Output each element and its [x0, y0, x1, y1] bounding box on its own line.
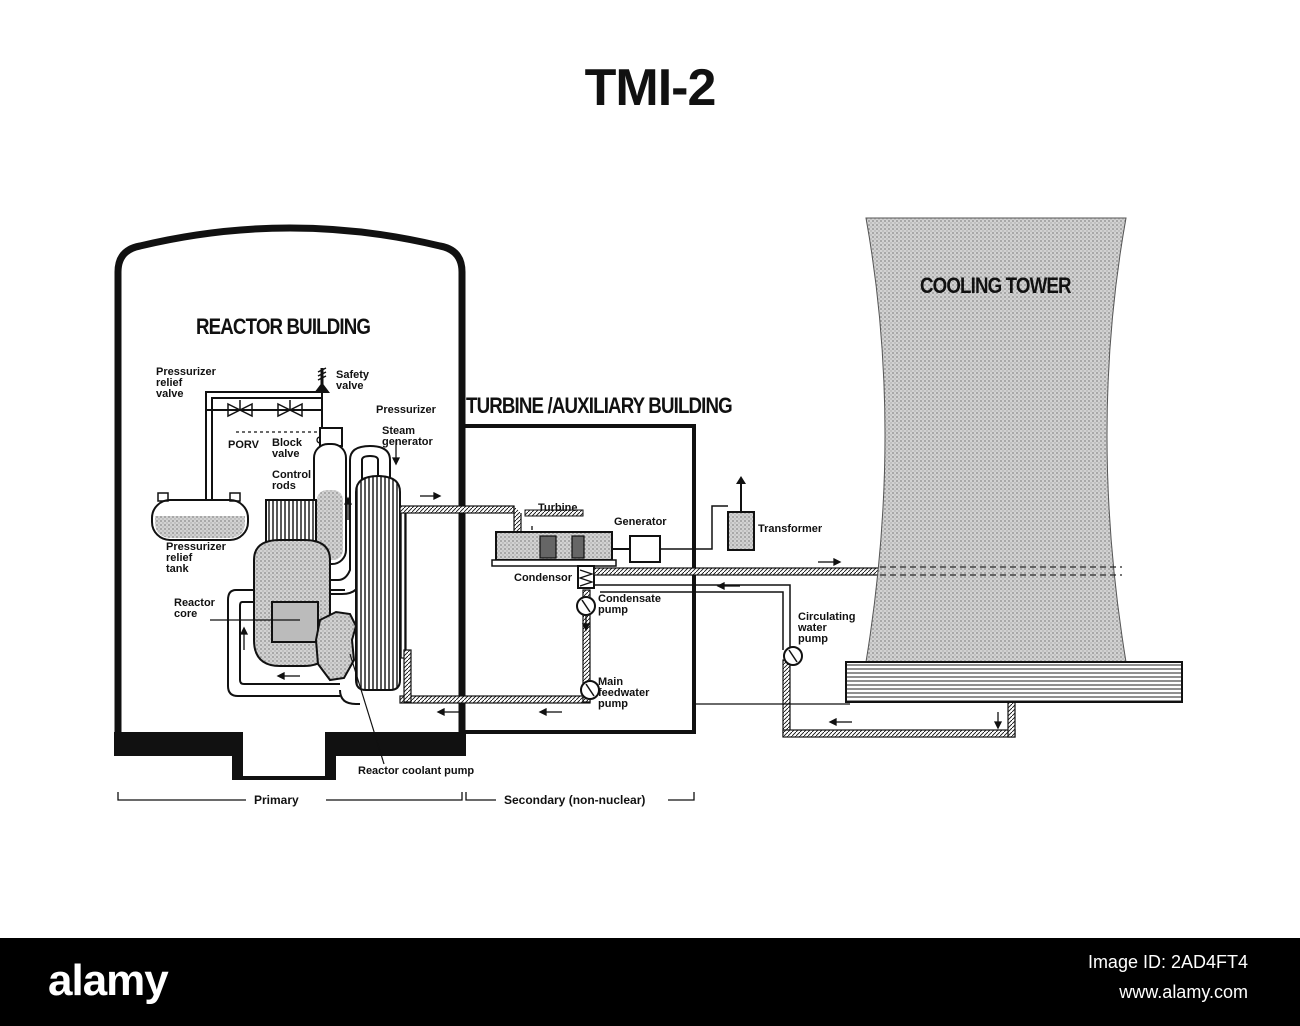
reactor-coolant-pump-icon: [314, 610, 360, 705]
footer-bar: alamy Image ID: 2AD4FT4 www.alamy.com: [0, 938, 1300, 1026]
main-feedwater-pump-label: Main feedwater pump: [598, 676, 650, 710]
cooling-tower: [845, 217, 1183, 703]
alamy-logo[interactable]: alamy: [48, 956, 169, 1005]
control-rods-label: Control rods: [272, 469, 312, 492]
pressurizer-label: Pressurizer: [376, 404, 436, 416]
reactor-vessel: [253, 539, 331, 667]
leader-lines: [210, 619, 385, 765]
condensor: [577, 565, 595, 589]
generator-label: Generator: [614, 516, 667, 528]
section-brackets: [117, 792, 695, 801]
pressurizer-relief-valve-label: Pressurizer relief valve: [156, 366, 216, 400]
reactor-core-label: Reactor core: [174, 597, 215, 620]
primary-section-label: Primary: [254, 793, 299, 807]
reactor-coolant-pump-label: Reactor coolant pump: [358, 765, 475, 777]
generator: [612, 505, 728, 563]
secondary-section-label: Secondary (non-nuclear): [504, 793, 646, 807]
condensate-pump-label: Condensate pump: [598, 593, 661, 616]
circulating-water-pump-label: Circulating water pump: [798, 611, 856, 645]
circulating-water-pump-icon: [783, 646, 803, 666]
transformer: [727, 476, 755, 551]
block-valve-label: Block valve: [272, 437, 302, 460]
diagram-canvas: TMI-2 REACTOR BUILDING TURBINE /AUXILIAR…: [114, 59, 1183, 807]
cooling-tower-label: COOLING TOWER: [920, 273, 1072, 298]
site-url[interactable]: www.alamy.com: [1119, 982, 1248, 1002]
reactor-building-label: REACTOR BUILDING: [196, 314, 371, 339]
pressurizer-relief-tank-label: Pressurizer relief tank: [166, 541, 226, 575]
pressurizer-vessel: [313, 427, 347, 591]
safety-valve-label: Safety valve: [336, 369, 370, 392]
turbine: [491, 531, 617, 567]
turbine-auxiliary-building: [462, 424, 696, 734]
turbine-building-label: TURBINE /AUXILIARY BUILDING: [466, 393, 733, 418]
flow-arrows: [239, 440, 1003, 730]
pressurizer-relief-tank: [151, 492, 249, 541]
page-title: TMI-2: [584, 59, 717, 117]
turbine-label: Turbine: [538, 502, 578, 514]
condensate-pump-icon: [576, 596, 596, 616]
transformer-label: Transformer: [758, 523, 823, 535]
steam-generator-label: Steam generator: [382, 425, 433, 448]
steam-generator: [355, 474, 407, 691]
porv-valve-icon: [227, 400, 253, 418]
main-feedwater-pump-icon: [580, 680, 600, 700]
condensor-label: Condensor: [514, 572, 573, 584]
block-valve-icon: [277, 400, 303, 418]
image-id: Image ID: 2AD4FT4: [1087, 952, 1248, 972]
porv-label: PORV: [228, 439, 259, 451]
